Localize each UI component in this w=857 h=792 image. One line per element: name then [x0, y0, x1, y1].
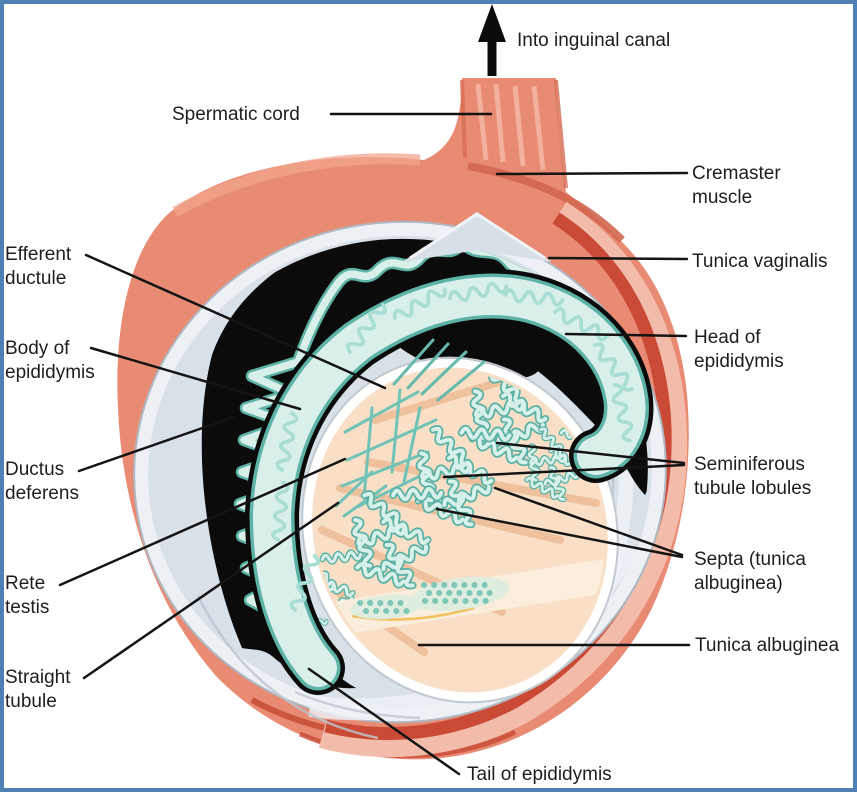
- label-tunica-albuginea: Tunica albuginea: [695, 635, 840, 656]
- efferent-ductules-lines: [392, 338, 486, 402]
- label-body-of-epididymis: Body of epididymis: [5, 338, 95, 383]
- rete-testis-lines: [334, 388, 438, 518]
- spermatic-cord-shape: [460, 79, 568, 189]
- label-efferent-ductule: Efferent ductule: [5, 244, 72, 289]
- tubule-cross-section-dots: [357, 582, 500, 614]
- label-rete-testis: Rete testis: [5, 573, 50, 618]
- label-tunica-vaginalis: Tunica vaginalis: [692, 251, 828, 272]
- label-ductus-deferens: Ductus deferens: [5, 459, 79, 504]
- leader-lines: [58, 112, 691, 776]
- label-tail-of-epididymis: Tail of epididymis: [467, 764, 612, 785]
- epididymis-shape: [245, 269, 654, 695]
- testis-illustration: [58, 4, 691, 776]
- label-cremaster-muscle: Cremaster muscle: [692, 163, 781, 208]
- serous-apex: [402, 212, 552, 262]
- label-head-of-epididymis: Head of epididymis: [694, 327, 784, 372]
- testis-shape: [258, 316, 633, 704]
- label-seminiferous-tubule-lobules: Seminiferous tubule lobules: [694, 454, 812, 499]
- up-arrow-icon: [478, 4, 506, 76]
- label-into-inguinal-canal: Into inguinal canal: [517, 30, 671, 51]
- label-spermatic-cord: Spermatic cord: [172, 104, 300, 125]
- label-straight-tubule: Straight tubule: [5, 667, 71, 712]
- label-septa-tunica-albuginea: Septa (tunica albuginea): [694, 549, 806, 594]
